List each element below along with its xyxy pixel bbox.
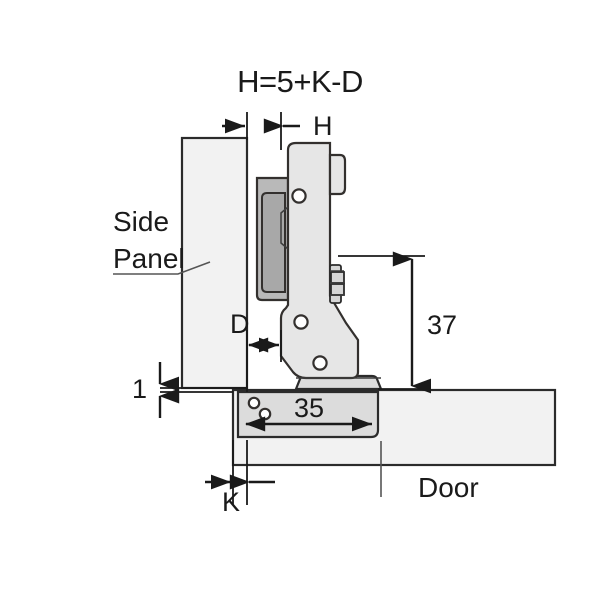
side-panel-shape bbox=[180, 136, 249, 390]
side-panel-label-line1: Side bbox=[113, 206, 169, 237]
dim-h-label: H bbox=[313, 111, 333, 141]
diagram-title: H=5+K-D bbox=[237, 64, 363, 99]
arm-hole-upper bbox=[291, 188, 307, 204]
dim-k-label: K bbox=[222, 487, 240, 517]
dim-35-label: 35 bbox=[294, 393, 324, 423]
door-label: Door bbox=[418, 472, 479, 503]
cup-pilot-hole-upper bbox=[247, 396, 261, 410]
dim-gap-label: 1 bbox=[132, 374, 147, 404]
dim-d-label: D bbox=[230, 309, 250, 339]
cup-pilot-hole-lower bbox=[258, 407, 272, 421]
dim-37-label: 37 bbox=[427, 310, 457, 340]
arm-hole-middle bbox=[293, 314, 309, 330]
hinge-adjustment-screw bbox=[329, 264, 345, 304]
hinge-arm-top-tab bbox=[328, 153, 347, 196]
side-panel-label-line2: Panel bbox=[113, 243, 185, 274]
side-panel-leader-line bbox=[113, 261, 211, 275]
hinge-mounting-plate-inner bbox=[261, 192, 286, 293]
hinge-arm-notch bbox=[280, 206, 289, 250]
arm-hole-lower bbox=[312, 355, 328, 371]
hinge-arm-body bbox=[279, 141, 360, 380]
